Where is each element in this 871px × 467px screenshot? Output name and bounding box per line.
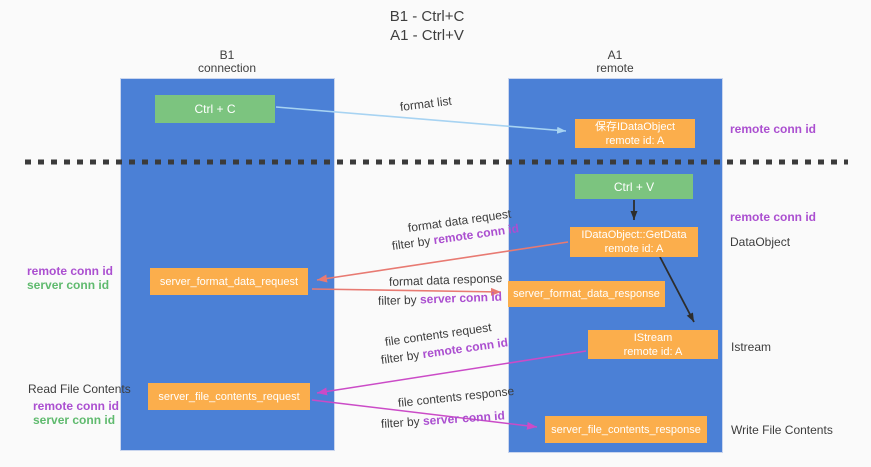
diagram-title: B1 - Ctrl+C A1 - Ctrl+V [327, 7, 527, 45]
server-file-contents-request-box: server_file_contents_request [148, 383, 310, 410]
save-idataobject-box: 保存IDataObject remote id: A [575, 119, 695, 148]
filter-by-text: filter by [391, 233, 435, 253]
getdata-line2: remote id: A [604, 243, 664, 255]
remote-conn-id-annotation-mid: remote conn id [730, 210, 817, 224]
istream-box: IStream remote id: A [588, 330, 718, 359]
lifeline-header-b1: B1 connection [147, 49, 307, 75]
left-remote-conn-id-annotation-mid: remote conn id [27, 264, 114, 278]
format-data-response-flow-label: format data response [388, 271, 503, 289]
server-file-contents-request-label: server_file_contents_request [158, 390, 300, 403]
lifeline-b1-role: connection [197, 61, 257, 75]
lifeline-header-a1: A1 remote [535, 49, 695, 75]
server-file-contents-response-label: server_file_contents_response [551, 423, 701, 436]
lifeline-a1-role: remote [596, 61, 634, 75]
getdata-line1: IDataObject::GetData [581, 229, 687, 241]
istream-line1: IStream [633, 331, 673, 344]
left-remote-conn-id-annotation-bottom: remote conn id [33, 399, 120, 413]
server-conn-id-key: server conn id [422, 408, 506, 429]
remote-conn-id-annotation-top: remote conn id [730, 122, 817, 136]
ctrl-v-box: Ctrl + V [575, 174, 693, 199]
ctrl-v-label: Ctrl + V [613, 179, 655, 194]
save-idataobject-line2: remote id: A [605, 134, 665, 147]
write-file-contents-annotation: Write File Contents [731, 423, 833, 437]
ctrl-c-label: Ctrl + C [194, 102, 236, 116]
left-server-conn-id-annotation-bottom: server conn id [33, 413, 116, 427]
ctrl-c-box: Ctrl + C [155, 95, 275, 123]
filter-by-text: filter by [380, 347, 424, 367]
idataobject-getdata-box: IDataObject::GetData remote id: A [570, 227, 698, 257]
istream-line2: remote id: A [623, 345, 683, 358]
format-data-response-filter-label: filter by server conn id [378, 290, 502, 308]
istream-annotation: Istream [731, 340, 772, 354]
dataobject-annotation: DataObject [730, 235, 791, 249]
filter-by-text: filter by [377, 292, 421, 308]
lifeline-a1-name: A1 [607, 48, 623, 62]
save-idataobject-line1: 保存IDataObject [594, 120, 676, 133]
left-server-conn-id-annotation-mid: server conn id [27, 278, 110, 292]
file-contents-response-flow-label: file contents response [397, 383, 515, 410]
file-contents-response-filter-label: filter by server conn id [381, 408, 506, 431]
server-format-data-request-box: server_format_data_request [150, 268, 308, 295]
server-format-data-response-label: server_format_data_response [513, 288, 660, 300]
server-conn-id-key: server conn id [419, 289, 503, 307]
title-line-2: A1 - Ctrl+V [390, 27, 464, 44]
server-file-contents-response-box: server_file_contents_response [545, 416, 707, 443]
filter-by-text: filter by [380, 414, 424, 431]
server-format-data-request-label: server_format_data_request [159, 275, 299, 288]
title-line-1: B1 - Ctrl+C [389, 8, 465, 25]
lifeline-b1-name: B1 [219, 48, 235, 62]
read-file-contents-annotation: Read File Contents [28, 382, 131, 396]
format-list-flow-label: format list [399, 93, 453, 114]
server-format-data-response-box: server_format_data_response [508, 281, 665, 307]
